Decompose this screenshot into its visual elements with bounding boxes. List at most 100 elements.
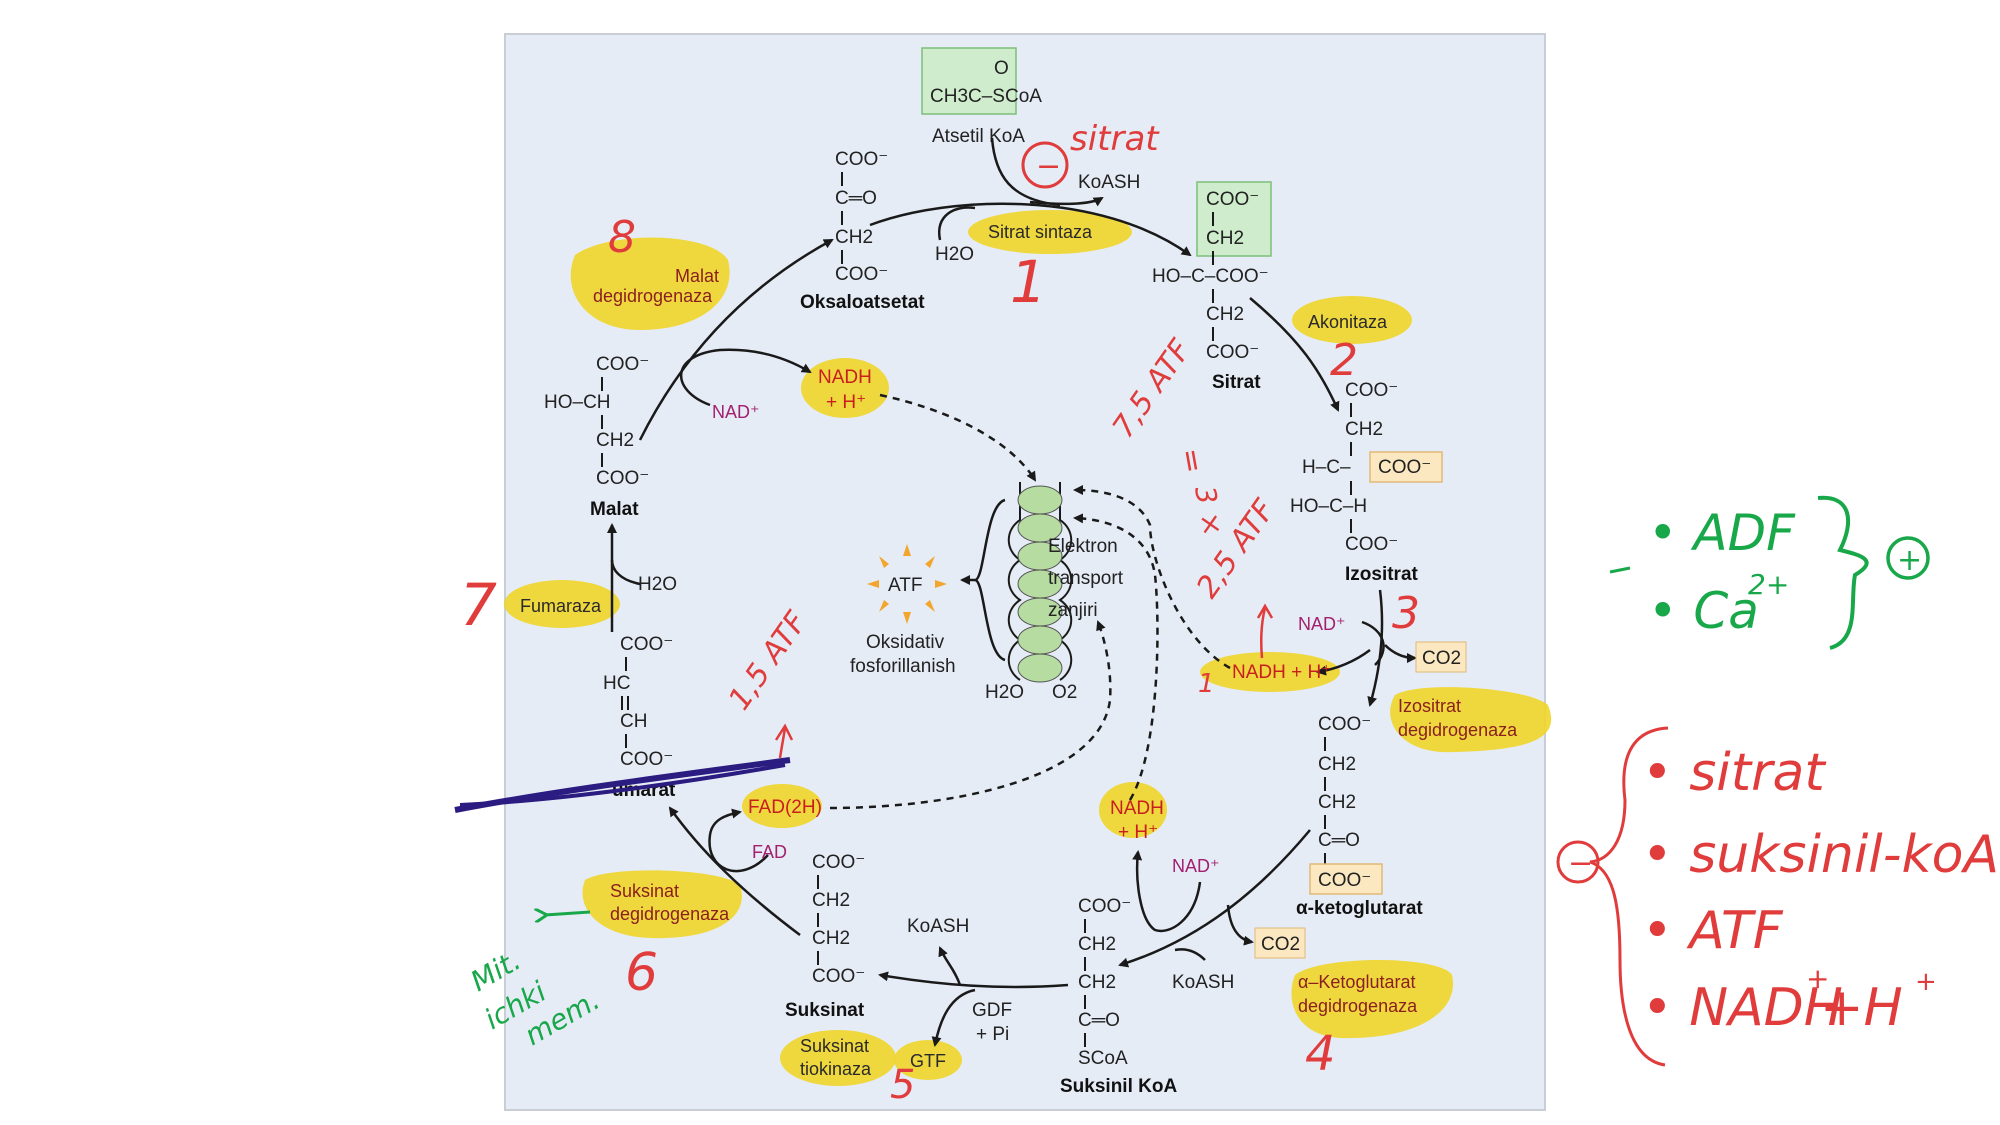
svg-text:CH2: CH2	[812, 928, 850, 949]
svg-text:COO⁻: COO⁻	[1378, 457, 1431, 478]
svg-text:COO⁻: COO⁻	[1206, 342, 1259, 363]
svg-text:CH2: CH2	[1078, 934, 1116, 955]
alpha-ketoglutarate: COO⁻ CH2 CH2 C═O COO⁻ α-ketoglutarat	[1296, 714, 1423, 919]
dash-akgdh-etc	[1073, 513, 1159, 801]
nadh-mdh-2: + H⁺	[826, 392, 866, 413]
svg-text:COO⁻: COO⁻	[620, 749, 673, 770]
arrow-citrate-isocitrate	[1249, 297, 1340, 412]
acetyl-name: Atsetil KoA	[932, 126, 1025, 147]
arrow-koash-akgdh	[1174, 948, 1206, 961]
svg-text:Suksinat: Suksinat	[785, 1000, 865, 1021]
arrow-koash-out	[1029, 196, 1104, 207]
ox-phos-2: fosforillanish	[850, 656, 956, 677]
h2o-top: H2O	[935, 244, 974, 265]
svg-text:−: −	[1568, 846, 1593, 881]
arrow-succoa-succinate	[878, 971, 1069, 989]
pi: + Pi	[976, 1024, 1009, 1045]
acetyl-o: O	[994, 58, 1009, 79]
svg-text:COO⁻: COO⁻	[596, 354, 649, 375]
svg-text:Izositrat: Izositrat	[1345, 564, 1419, 585]
etc-o2: O2	[1052, 682, 1077, 703]
etc-2: transport	[1048, 568, 1124, 589]
arrow-gdf-gtf	[931, 988, 976, 1047]
svg-text:CH2: CH2	[1206, 228, 1244, 249]
svg-text:COO⁻: COO⁻	[620, 634, 673, 655]
citrate-box	[1196, 181, 1272, 257]
svg-text:2+: 2+	[1748, 568, 1789, 601]
arrow-akg-succoa	[1118, 829, 1311, 968]
arrow-succinate-fumarate	[668, 806, 801, 936]
gtf: GTF	[910, 1051, 946, 1071]
mdh-1: Malat	[675, 266, 719, 286]
svg-text:C═O: C═O	[1318, 830, 1360, 851]
arrow-oaa-citrate	[869, 202, 1192, 257]
idh-1: Izositrat	[1398, 696, 1461, 716]
electron-transport-chain	[1007, 481, 1073, 683]
etc-3: zanjiri	[1048, 600, 1098, 621]
succinate: COO⁻ CH2 CH2 COO⁻ Suksinat	[785, 852, 865, 1021]
fumarate: COO⁻ HC CH COO⁻ umarat	[603, 634, 676, 801]
svg-text:6: 6	[625, 943, 658, 1003]
arrow-nad-mdh	[680, 348, 812, 407]
svg-text:HO–C–COO⁻: HO–C–COO⁻	[1152, 266, 1269, 287]
svg-text:C═O: C═O	[835, 188, 877, 209]
svg-text:7: 7	[460, 571, 497, 639]
ox-phos-1: Oksidativ	[866, 632, 945, 653]
svg-text:8: 8	[608, 212, 636, 263]
gdf: GDF	[972, 1000, 1012, 1021]
svg-text:COO⁻: COO⁻	[835, 149, 888, 170]
svg-text:CH2: CH2	[1078, 972, 1116, 993]
arrow-isocitrate-akg	[1367, 589, 1384, 707]
koash-akgdh: KoASH	[1172, 972, 1234, 993]
nad-akgdh: NAD⁺	[1172, 856, 1220, 876]
svg-text:+: +	[1897, 543, 1922, 578]
atp-starburst-icon	[867, 544, 947, 624]
nadh-mdh-1: NADH	[818, 367, 872, 388]
arrow-idh-nadh	[1316, 648, 1371, 676]
arrow-nadh-akgdh	[1132, 850, 1202, 933]
svg-text:CH2: CH2	[1318, 792, 1356, 813]
svg-text:COO⁻: COO⁻	[596, 468, 649, 489]
dash-sdh-etc	[829, 620, 1112, 810]
svg-text:HC: HC	[603, 673, 630, 694]
purple-scribble	[454, 757, 791, 813]
svg-text:5: 5	[890, 1062, 915, 1108]
svg-text:CH2: CH2	[1206, 304, 1244, 325]
nadh-idh: NADH + H⁺	[1232, 662, 1331, 683]
svg-text:=: =	[1172, 445, 1211, 476]
arrow-h2o-in	[937, 206, 976, 241]
svg-text:CH2: CH2	[835, 227, 873, 248]
svg-text:2: 2	[1330, 335, 1358, 386]
nadh-akgdh-1: NADH	[1110, 798, 1164, 819]
svg-text:COO⁻: COO⁻	[1318, 714, 1371, 735]
etc-1: Elektron	[1048, 536, 1118, 557]
svg-text:COO⁻: COO⁻	[1206, 189, 1259, 210]
isocitrate: COO⁻ CH2 H–C– COO⁻ HO–C–H COO⁻ Izositrat	[1290, 380, 1443, 585]
svg-text:Sitrat: Sitrat	[1212, 372, 1261, 393]
succinyl-coa: COO⁻ CH2 CH2 C═O SCoA Suksinil KoA	[1060, 896, 1177, 1097]
sts-2: tiokinaza	[800, 1059, 872, 1079]
svg-text:• suksinil-koA: • suksinil-koA	[1642, 825, 1999, 885]
mdh-2: degidrogenaza	[593, 286, 713, 306]
akgdh-2: degidrogenaza	[1298, 996, 1418, 1016]
arrow-malate-oaa	[638, 238, 834, 441]
svg-text:CH: CH	[620, 711, 647, 732]
svg-text:• ATF: • ATF	[1642, 901, 1784, 961]
svg-text:1: 1	[1010, 248, 1047, 316]
sdh-2: degidrogenaza	[610, 904, 730, 924]
co2-2: CO2	[1261, 934, 1300, 955]
svg-text:1: 1	[1198, 669, 1215, 699]
svg-text:CH2: CH2	[1318, 754, 1356, 775]
svg-text:CH2: CH2	[1345, 419, 1383, 440]
arrow-co2-idh	[1384, 644, 1417, 663]
svg-text:• Ca: • Ca	[1648, 582, 1759, 640]
svg-text:+H: +H	[1820, 978, 1903, 1038]
svg-text:C═O: C═O	[1078, 1010, 1120, 1031]
koash-sts: KoASH	[907, 916, 969, 937]
svg-text:Suksinil KoA: Suksinil KoA	[1060, 1076, 1177, 1097]
co2-box-1	[1415, 641, 1467, 673]
svg-text:COO⁻: COO⁻	[1318, 870, 1371, 891]
acetyl-formula: CH3C–SCoA	[930, 86, 1042, 107]
svg-text:H–C–: H–C–	[1302, 457, 1351, 478]
svg-text:• NADH: • NADH	[1642, 978, 1843, 1038]
